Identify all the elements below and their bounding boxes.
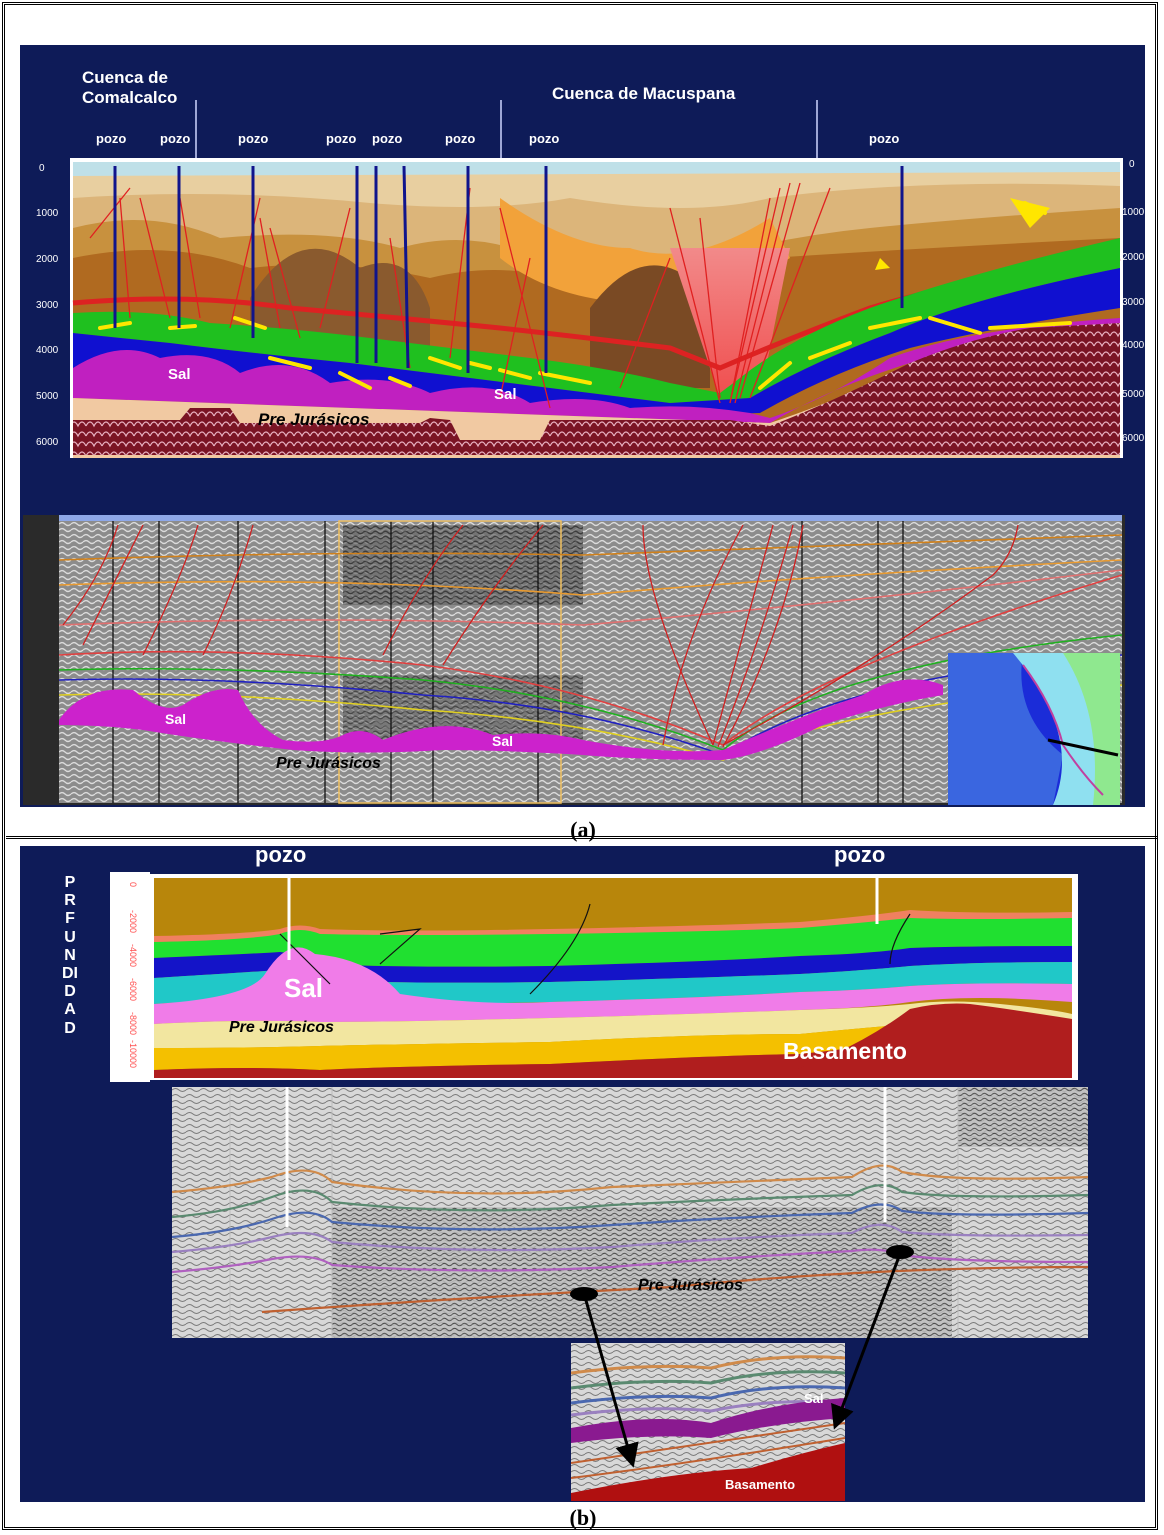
salt-label-seismic-a1: Sal: [165, 711, 187, 727]
inset-salt-label: Sal: [804, 1391, 824, 1406]
depth-tick-left: 4000: [36, 345, 59, 356]
depth-tick-left: 0: [39, 163, 45, 174]
depth-tick-left: 5000: [36, 391, 59, 402]
salt-label-a1: Sal: [168, 366, 191, 383]
basin-comalcalco-line1: Cuenca de: [82, 68, 168, 87]
well-label-7: pozo: [529, 131, 560, 146]
depth-tick-right: 5000: [1122, 389, 1145, 400]
cross-section-a: [70, 158, 1123, 458]
well-label-2: pozo: [160, 131, 191, 146]
basin-comalcalco-label: Cuenca de Comalcalco: [82, 68, 177, 108]
seismic-section-a: [23, 515, 1125, 805]
well-label-6: pozo: [445, 131, 476, 146]
depth-tick-left: 2000: [36, 254, 59, 265]
well-label-b1: pozo: [255, 842, 307, 867]
depth-tick-right: 4000: [1122, 340, 1145, 351]
depth-tick-right: 0: [1129, 159, 1135, 170]
depth-tick-b: -2000: [128, 910, 138, 933]
prejurassic-label-seismic-a: Pre Jurásicos: [276, 755, 381, 772]
prejurassic-label-a: Pre Jurásicos: [258, 410, 370, 429]
panel-divider: [6, 836, 1158, 839]
salt-label-a2: Sal: [494, 386, 517, 403]
basement-label-b: Basamento: [783, 1038, 907, 1064]
well-label-4: pozo: [326, 131, 357, 146]
depth-tick-right: 6000: [1122, 433, 1145, 444]
depth-tick-right: 1000: [1122, 207, 1145, 218]
depth-axis-b: 0 -2000 -4000 -6000 -8000 -10000: [110, 872, 150, 1082]
inset-section-b: [571, 1343, 845, 1501]
seismic-section-b: [172, 1087, 1088, 1338]
depth-axis-title: PRFUNDIDAD: [62, 874, 78, 1037]
inset-basement-label: Basamento: [725, 1477, 796, 1492]
basin-comalcalco-line2: Comalcalco: [82, 88, 178, 107]
depth-tick-b: 0: [128, 882, 138, 887]
depth-tick-right: 3000: [1122, 297, 1145, 308]
salt-label-b: Sal: [284, 973, 324, 1003]
depth-tick-left: 1000: [36, 208, 59, 219]
well-label-b2: pozo: [834, 842, 886, 867]
well-label-1: pozo: [96, 131, 127, 146]
depth-tick-b: -10000: [128, 1040, 138, 1068]
caption-a: (a): [570, 817, 596, 842]
cross-section-b: [150, 874, 1078, 1080]
depth-tick-left: 6000: [36, 437, 59, 448]
prejurassic-label-seismic-b: Pre Jurásicos: [638, 1277, 743, 1294]
depth-tick-b: -8000: [128, 1012, 138, 1035]
caption-b: (b): [569, 1505, 597, 1530]
basin-macuspana-label: Cuenca de Macuspana: [552, 84, 736, 103]
depth-tick-b: -4000: [128, 944, 138, 967]
depth-tick-left: 3000: [36, 300, 59, 311]
depth-tick-b: -6000: [128, 978, 138, 1001]
depth-tick-right: 2000: [1122, 252, 1145, 263]
salt-label-seismic-a2: Sal: [492, 733, 514, 749]
well-label-3: pozo: [238, 131, 269, 146]
prejurassic-label-b: Pre Jurásicos: [229, 1019, 334, 1036]
well-label-8: pozo: [869, 131, 900, 146]
well-label-5: pozo: [372, 131, 403, 146]
